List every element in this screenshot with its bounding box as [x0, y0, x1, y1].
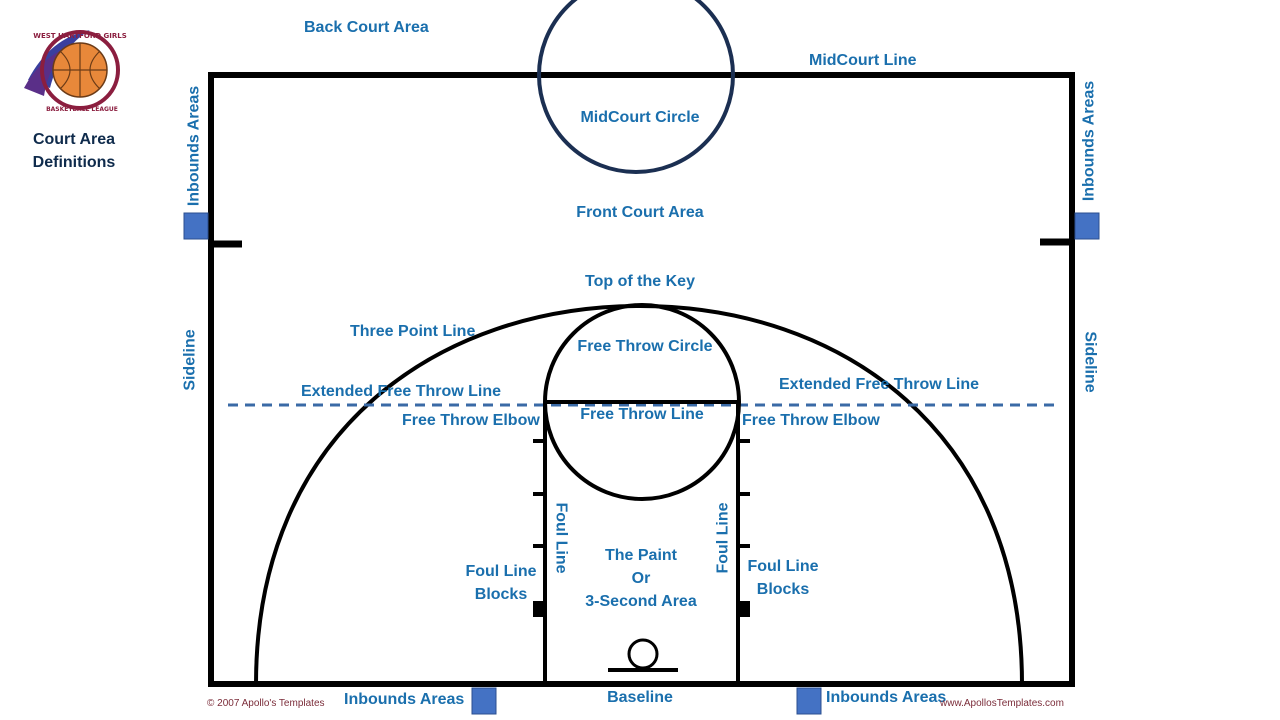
website-text: www.ApollosTemplates.com	[940, 698, 1064, 709]
label-the-paint: The Paint Or 3-Second Area	[585, 544, 696, 614]
label-front-court: Front Court Area	[576, 204, 704, 221]
svg-text:WEST HARTFORD GIRLS: WEST HARTFORD GIRLS	[33, 32, 127, 40]
label-foul-line-right: Foul Line	[714, 502, 732, 574]
inbounds-marker-bottom-right	[796, 687, 822, 715]
label-ft-elbow-left: Free Throw Elbow	[402, 412, 540, 429]
svg-text:BASKETBALL LEAGUE: BASKETBALL LEAGUE	[46, 106, 118, 113]
blocks-right-line-2: Blocks	[756, 581, 810, 599]
inbounds-marker-left	[183, 212, 209, 240]
block-left	[533, 601, 545, 617]
court-boundary	[208, 72, 1075, 687]
page-title: Court Area Definitions	[33, 128, 116, 174]
label-inbounds-right: Inbounds Areas	[1080, 80, 1098, 202]
copyright-text: © 2007 Apollo's Templates	[207, 698, 325, 709]
label-sideline-left: Sideline	[181, 329, 199, 391]
blocks-left-line-1: Foul Line	[465, 563, 537, 580]
label-extended-ft-right: Extended Free Throw Line	[779, 376, 980, 393]
paint-line-2: Or	[631, 570, 651, 588]
label-sideline-right: Sideline	[1081, 331, 1099, 393]
label-top-of-key: Top of the Key	[585, 273, 695, 290]
label-ft-elbow-right: Free Throw Elbow	[742, 412, 880, 429]
label-foul-line-left: Foul Line	[552, 502, 570, 574]
label-midcourt-line: MidCourt Line	[809, 52, 917, 69]
label-extended-ft-left: Extended Free Throw Line	[301, 383, 502, 400]
paint-line-3: 3-Second Area	[585, 593, 697, 611]
free-throw-circle	[543, 303, 741, 501]
label-free-throw-line: Free Throw Line	[580, 406, 704, 423]
label-blocks-right: Foul Line Blocks	[747, 555, 818, 601]
inbounds-marker-right	[1074, 212, 1100, 240]
label-baseline: Baseline	[607, 689, 673, 706]
label-back-court: Back Court Area	[304, 19, 429, 36]
label-inbounds-bottom-left: Inbounds Areas	[344, 691, 465, 708]
league-logo-icon: WEST HARTFORD GIRLS BASKETBALL LEAGUE	[24, 30, 127, 113]
label-three-point-line: Three Point Line	[350, 323, 476, 340]
midcourt-circle	[537, 0, 735, 174]
three-point-line	[254, 303, 1024, 685]
title-line-2: Definitions	[32, 154, 116, 172]
basket-rim	[627, 638, 659, 670]
label-inbounds-left: Inbounds Areas	[185, 85, 203, 207]
title-line-1: Court Area	[32, 131, 116, 148]
label-blocks-left: Foul Line Blocks	[465, 560, 536, 606]
label-inbounds-bottom-right: Inbounds Areas	[826, 689, 947, 706]
inbounds-marker-bottom-left	[471, 687, 497, 715]
blocks-right-line-1: Foul Line	[747, 558, 819, 575]
blocks-left-line-2: Blocks	[474, 586, 528, 604]
label-midcourt-circle: MidCourt Circle	[580, 109, 700, 126]
block-right	[738, 601, 750, 617]
lane-hash-marks	[533, 439, 750, 548]
label-free-throw-circle: Free Throw Circle	[577, 338, 713, 355]
paint-line-1: The Paint	[604, 547, 678, 564]
